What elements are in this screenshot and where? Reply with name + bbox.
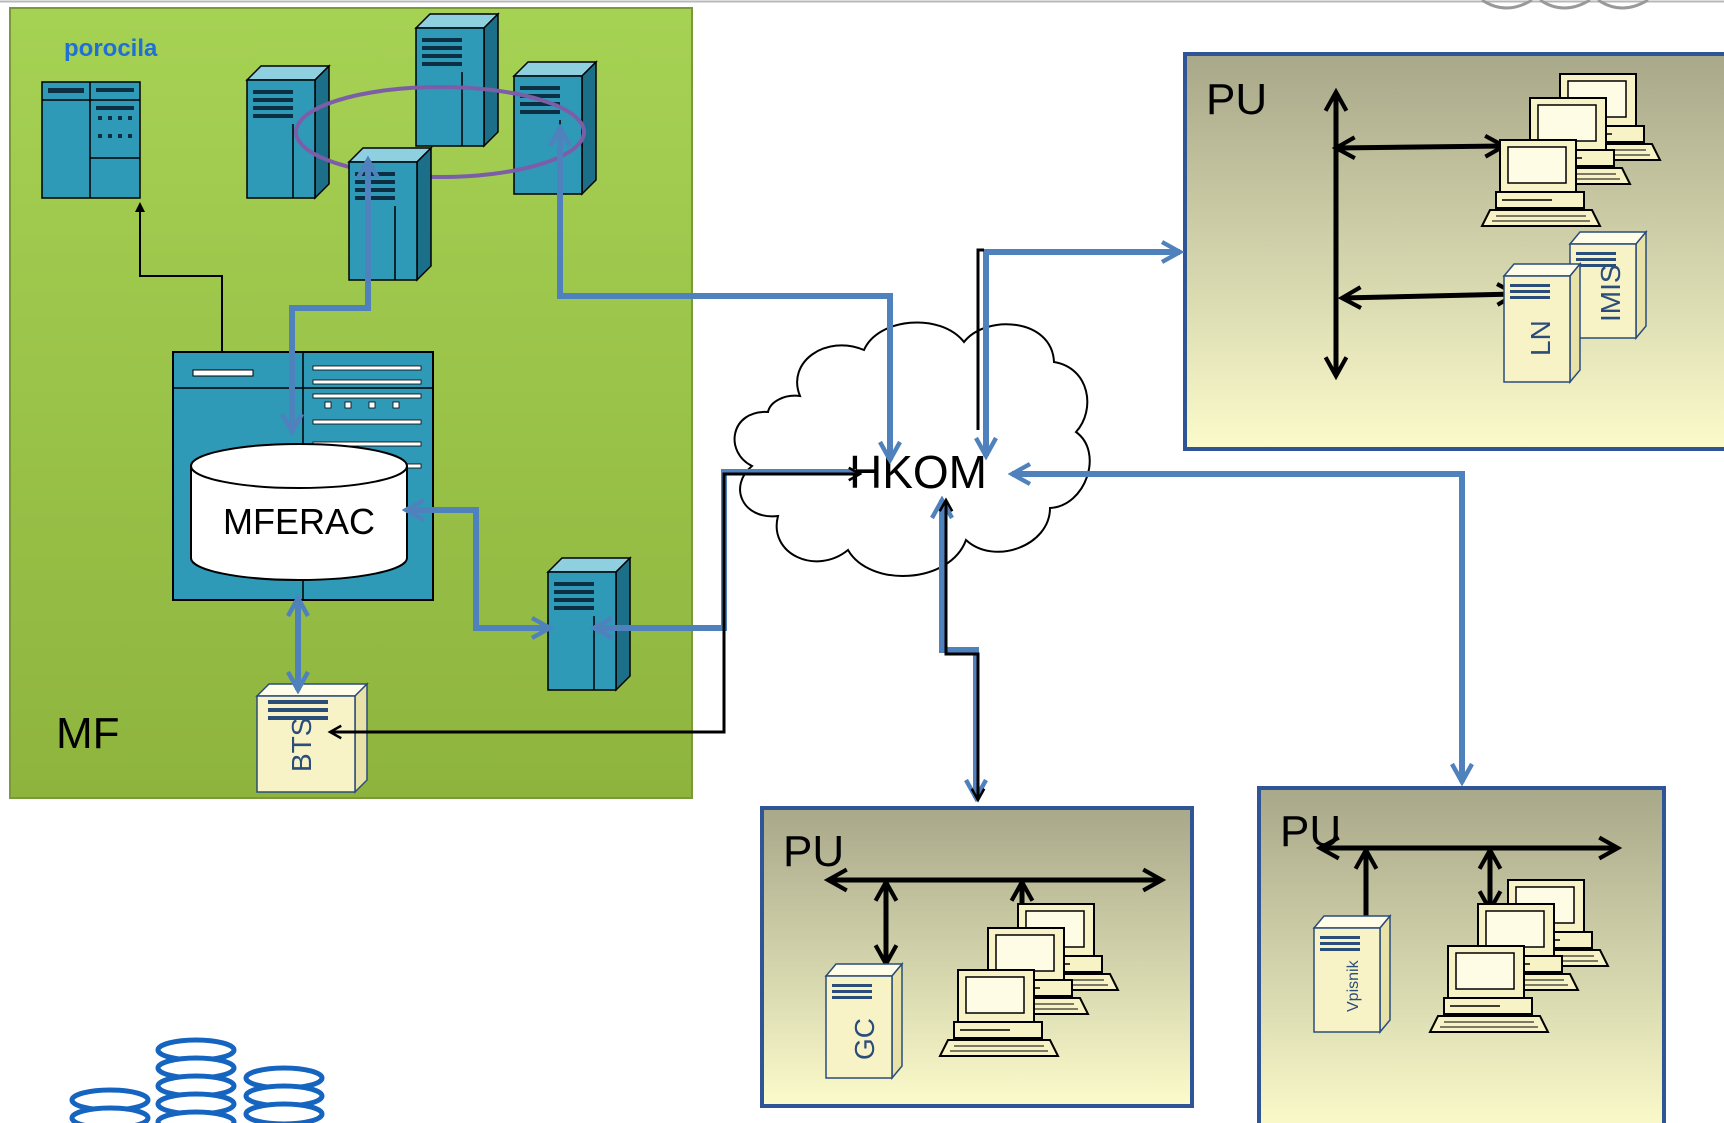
vpisnik-label: Vpisnik (1345, 959, 1362, 1012)
reports-server-icon (41, 81, 141, 199)
imis-server-icon (1568, 229, 1648, 341)
cluster-server-icon-1 (246, 65, 330, 199)
mf-label: MF (56, 709, 120, 758)
pu-bottom-left-label: PU (783, 827, 844, 876)
link-cloud-pu-bottom-left-black (946, 500, 978, 800)
link-cloud-bts (330, 474, 860, 732)
link-cloud-pu-bottom-right (1012, 474, 1462, 782)
link-cluster-mainframe (292, 160, 368, 432)
bts-server-icon (256, 683, 368, 793)
pu-right-link-servers (1342, 294, 1516, 298)
reports-label: porocila (64, 35, 158, 62)
link-cloud-pu-right-black (976, 248, 984, 430)
coins-icon (72, 1040, 322, 1123)
bts-label: BTS (286, 718, 317, 772)
gc-label: GC (849, 1018, 880, 1060)
link-mainframe-reports (135, 202, 223, 352)
pu-right-label: PU (1206, 75, 1267, 124)
link-cloud-pu-right (986, 252, 1180, 456)
network-label: HKOM (849, 446, 987, 498)
gc-server-icon (824, 961, 904, 1081)
corner-decoration (1481, 0, 1649, 10)
cluster-server-icon-4 (348, 147, 432, 281)
gateway-server-icon (547, 557, 631, 691)
link-cluster-cloud (560, 128, 890, 460)
imis-label: IMIS (1595, 264, 1626, 322)
cluster-server-icon-2 (415, 13, 499, 147)
ln-label: LN (1525, 320, 1556, 356)
database-label: MFERAC (223, 501, 375, 542)
vpisnik-server-icon (1312, 913, 1392, 1035)
ln-server-icon (1502, 261, 1582, 385)
pu-right-link-pcs (1336, 146, 1504, 148)
